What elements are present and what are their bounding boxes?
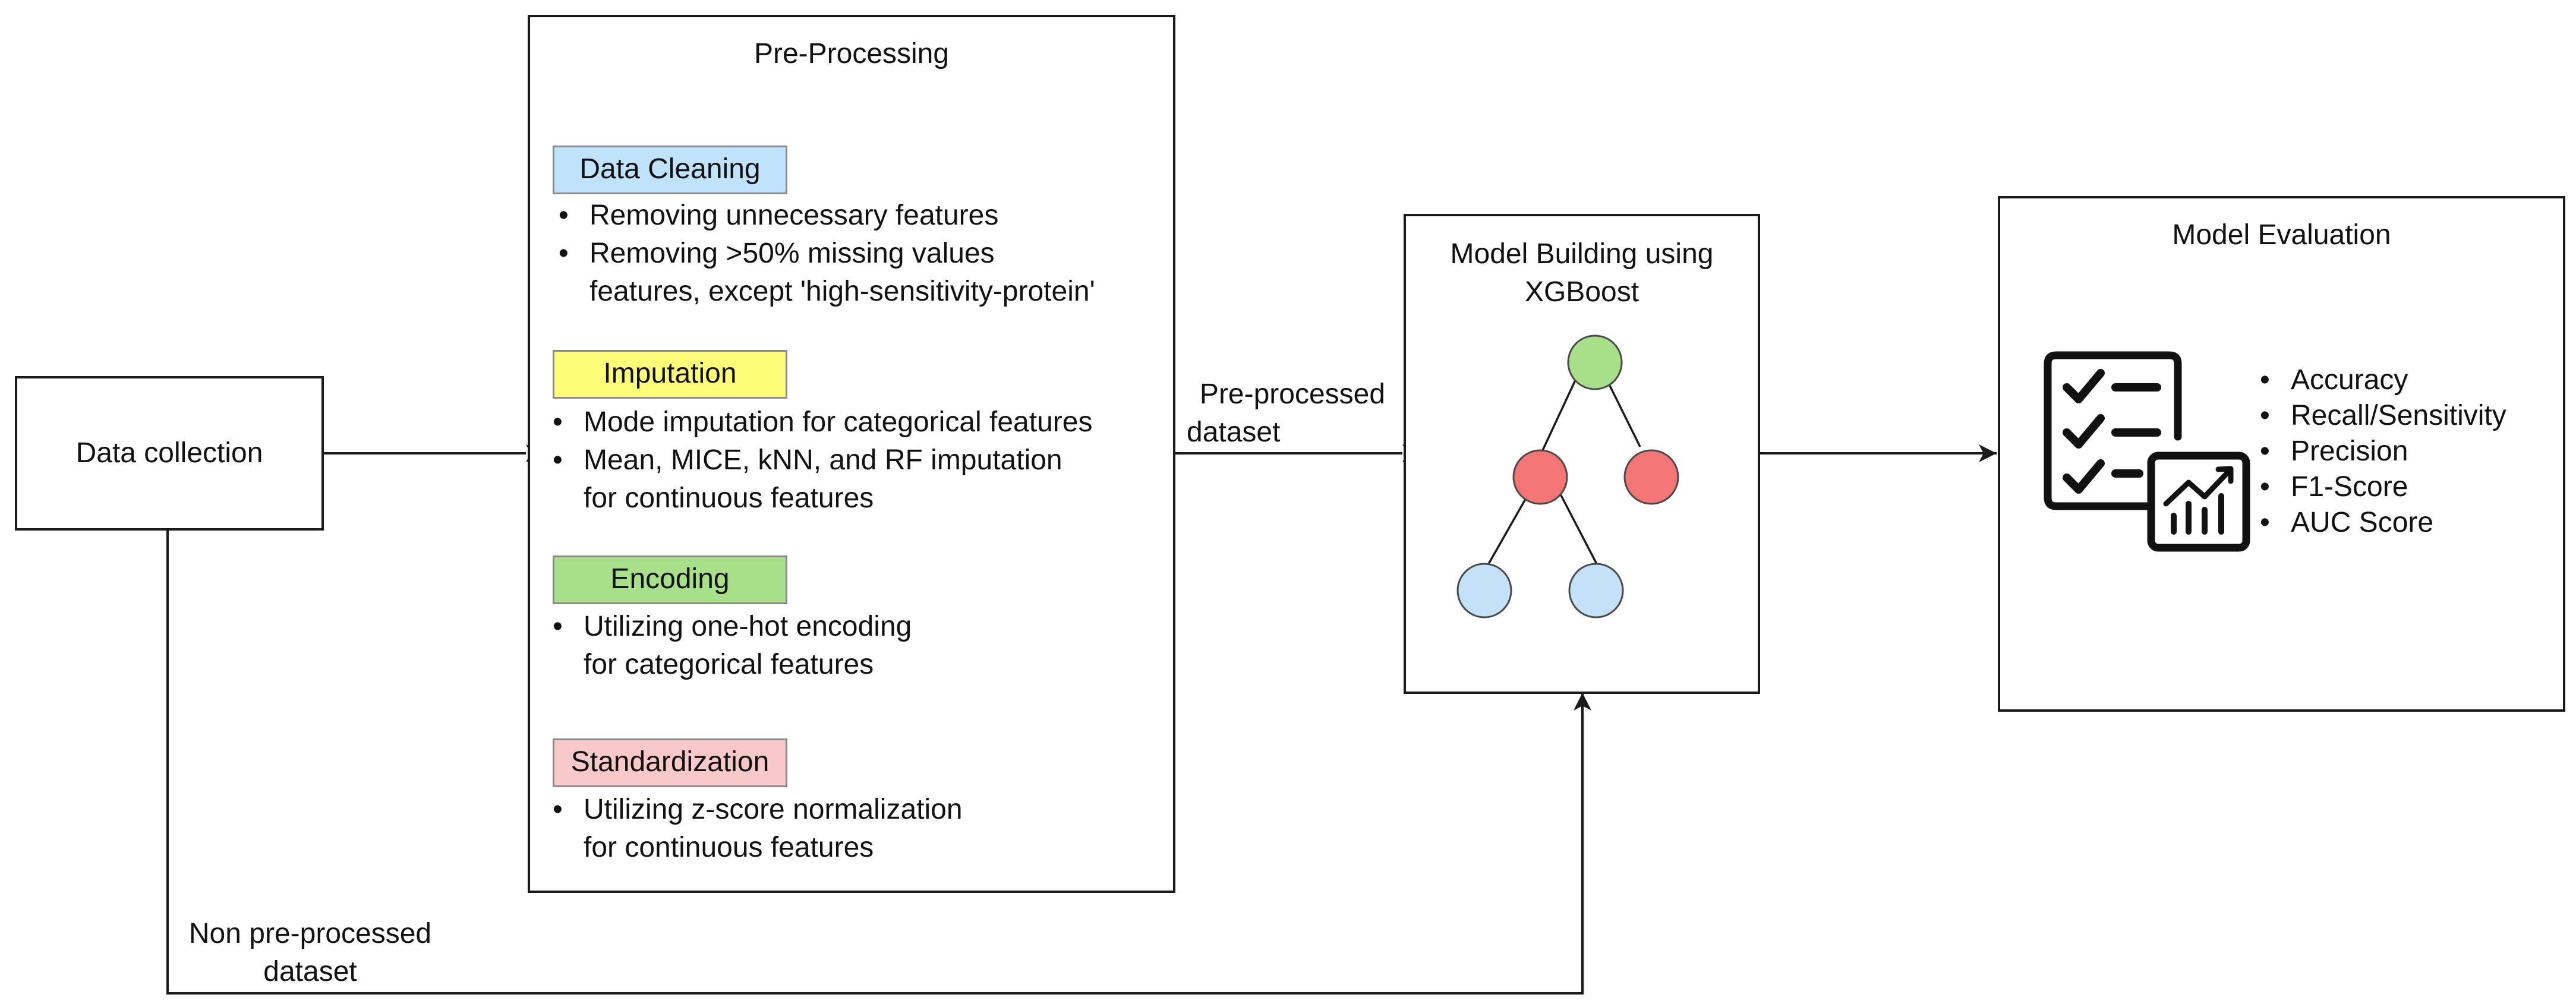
preprocessed-dataset-label: Pre-processed dataset [1187,378,1386,448]
metric-item: AUC Score [2254,505,2506,541]
tag-standardization: Standardization [553,738,787,787]
metric-item: Accuracy [2254,362,2506,398]
preprocessing-box: Pre-Processing Data Cleaning Removing un… [528,15,1175,893]
non-preprocessed-dataset-label: Non pre-processed dataset [188,918,432,987]
tree-leaf-right [1568,563,1624,618]
tree-root-node [1567,334,1623,390]
metric-item: Precision [2254,434,2506,469]
model-evaluation-box: Model Evaluation Accuracy Recall/Sensiti… [1998,196,2565,712]
imputation-list: Mode imputation for categorical features… [547,403,1092,517]
tree-node-right [1623,449,1679,505]
metrics-list: Accuracy Recall/Sensitivity Precision F1… [2254,362,2506,541]
metric-item: Recall/Sensitivity [2254,398,2506,434]
tag-data-cleaning: Data Cleaning [553,146,787,194]
preprocessing-title: Pre-Processing [753,38,950,70]
arrow-collection-to-model [166,531,1584,995]
tag-encoding: Encoding [553,555,787,604]
metric-item: F1-Score [2254,469,2506,505]
tree-node-left [1512,449,1568,505]
data-collection-box: Data collection [15,376,324,531]
model-evaluation-title: Model Evaluation [2172,219,2391,251]
list-item: Removing unnecessary features [553,197,1095,235]
tag-imputation: Imputation [553,350,787,399]
model-building-title: Model Building using XGBoost [1450,238,1714,308]
data-collection-label: Data collection [75,437,263,469]
data-cleaning-list: Removing unnecessary features Removing >… [553,197,1095,311]
list-item: Mode imputation for categorical features [547,403,1092,441]
tree-leaf-left [1456,563,1512,618]
